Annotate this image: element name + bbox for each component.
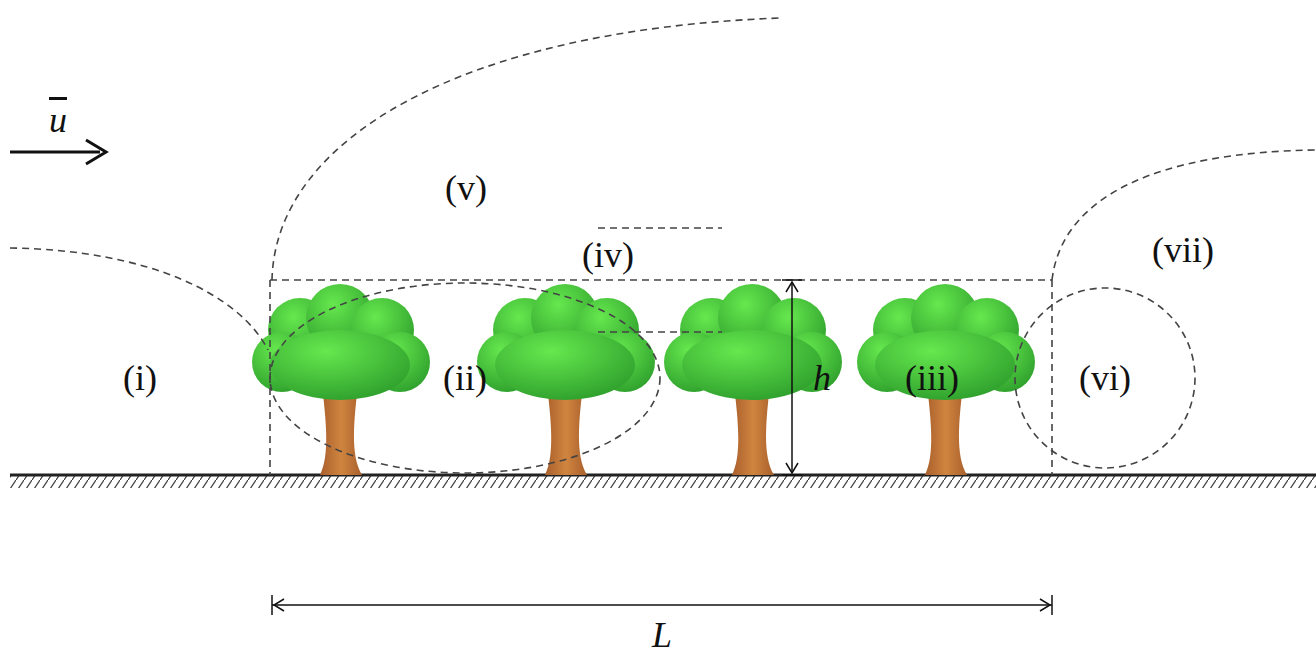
region-number: (vi): [1079, 360, 1131, 396]
region-number: (vii): [1152, 232, 1214, 268]
region-number: (i): [123, 360, 157, 396]
region-number: (iv): [582, 237, 634, 273]
region-number: (iii): [905, 360, 959, 396]
region-number: (ii): [443, 360, 487, 396]
region-number: (v): [445, 170, 487, 206]
velocity-symbol: u: [49, 102, 67, 138]
length-dimension: L: [652, 617, 672, 653]
height-dimension: h: [813, 360, 831, 396]
